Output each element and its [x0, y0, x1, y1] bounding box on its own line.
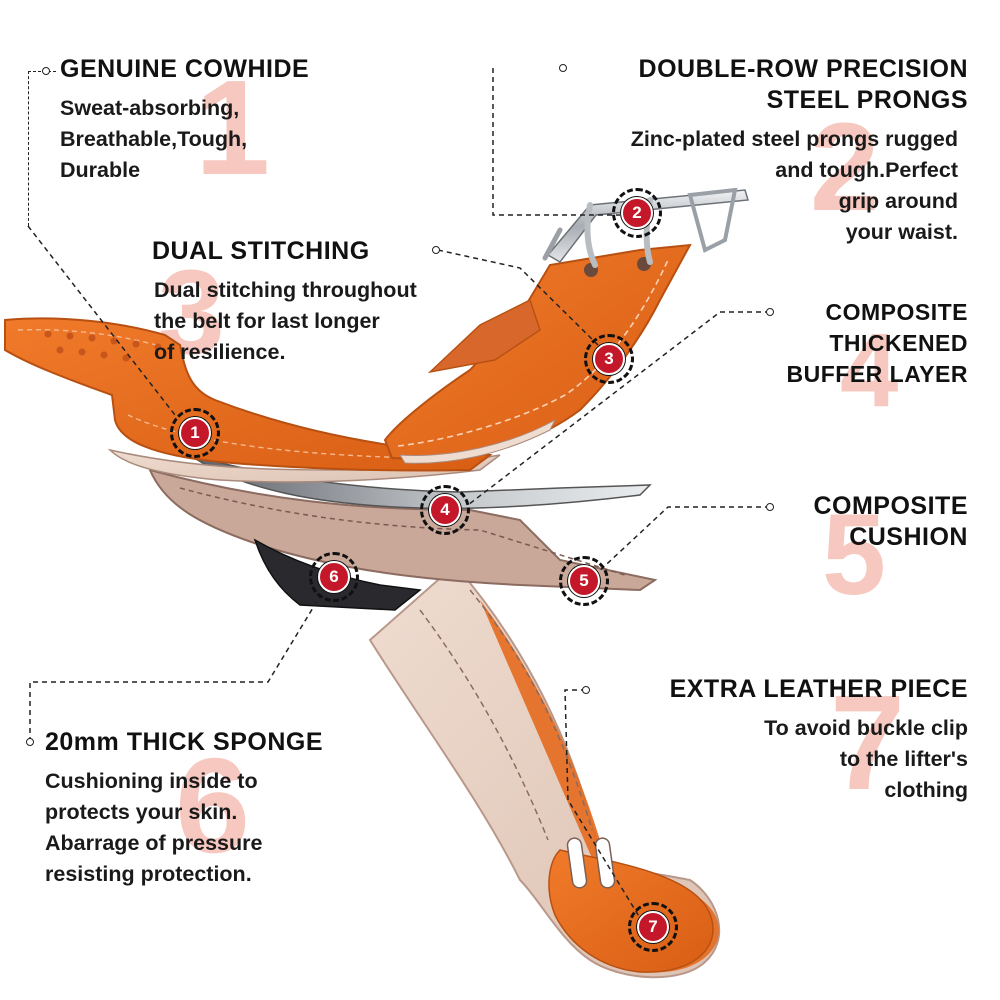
feature-6-desc-line: protects your skin.	[45, 800, 238, 824]
feature-4: COMPOSITE THICKENED BUFFER LAYER	[787, 297, 969, 390]
marker-1-number: 1	[190, 423, 200, 442]
marker-7-number: 7	[648, 917, 658, 936]
feature-7-desc: To avoid buckle clip to the lifter's clo…	[670, 713, 968, 806]
feature-2-title-line: STEEL PRONGS	[766, 86, 968, 114]
feature-1-desc-line: Sweat-absorbing,	[60, 96, 240, 120]
feature-1-desc-line: Durable	[60, 158, 141, 182]
marker-7: 7	[628, 902, 678, 952]
feature-6-desc-line: resisting protection.	[45, 862, 252, 886]
ghost-number-7: 7	[830, 667, 906, 818]
feature-7-title: EXTRA LEATHER PIECE	[669, 675, 968, 703]
tail-strap-orange-edge	[480, 600, 719, 973]
feature-4-title-line: COMPOSITE	[825, 299, 968, 325]
feature-4-title: COMPOSITE THICKENED BUFFER LAYER	[787, 297, 969, 390]
leader-2-dot	[559, 64, 567, 72]
marker-3-number: 3	[604, 349, 614, 368]
leader-3-dot	[432, 246, 440, 254]
feature-3-title: DUAL STITCHING	[152, 237, 370, 265]
marker-5-number: 5	[579, 571, 589, 590]
leader-4-dot	[766, 308, 774, 316]
marker-5: 5	[559, 556, 609, 606]
leader-1-dot	[42, 67, 50, 75]
marker-4-number: 4	[440, 500, 450, 519]
buckle-flap-cream-edge	[399, 418, 557, 464]
feature-2-title: DOUBLE-ROW PRECISION STEEL PRONGS	[631, 54, 968, 116]
feature-5-title-line: CUSHION	[849, 523, 968, 551]
feature-4-title-line: BUFFER LAYER	[786, 361, 968, 387]
feature-2-title-line: DOUBLE-ROW PRECISION	[638, 55, 968, 83]
marker-3: 3	[584, 334, 634, 384]
feature-7: EXTRA LEATHER PIECE To avoid buckle clip…	[670, 674, 968, 806]
ghost-number-6: 6	[175, 730, 251, 881]
feature-1-desc-line: Breathable,Tough,	[60, 127, 248, 151]
leader-7-dot	[582, 686, 590, 694]
marker-6: 6	[309, 552, 359, 602]
feature-3: DUAL STITCHING Dual stitching throughout…	[152, 236, 417, 368]
feature-3-desc: Dual stitching throughout the belt for l…	[154, 275, 417, 368]
ghost-number-4: 4	[840, 312, 899, 429]
feature-2-desc-line: your waist.	[845, 220, 958, 244]
marker-6-number: 6	[329, 567, 339, 586]
ghost-number-1: 1	[195, 52, 271, 203]
feature-3-desc-line: the belt for last longer	[154, 309, 380, 333]
cream-underlayer	[107, 448, 501, 483]
leader-5-dot	[766, 503, 774, 511]
marker-1: 1	[170, 408, 220, 458]
feature-1-title: GENUINE COWHIDE	[60, 55, 310, 83]
feature-6-desc-line: Abarrage of pressure	[45, 831, 263, 855]
leader-6-dot	[26, 738, 34, 746]
feature-2: DOUBLE-ROW PRECISION STEEL PRONGS Zinc-p…	[631, 54, 968, 248]
feature-6-title: 20mm THICK SPONGE	[45, 728, 324, 756]
ghost-number-5: 5	[822, 491, 886, 619]
feature-7-desc-line: to the lifter's	[839, 747, 968, 771]
marker-4: 4	[420, 485, 470, 535]
feature-7-desc-line: To avoid buckle clip	[764, 716, 968, 740]
feature-4-title-line: THICKENED	[829, 330, 968, 356]
cushion-layer	[148, 468, 658, 592]
feature-5-title: COMPOSITE CUSHION	[813, 491, 968, 553]
steel-buckle	[542, 187, 749, 268]
ghost-number-2: 2	[810, 98, 880, 237]
leader-1-v	[28, 71, 29, 226]
feature-2-desc-line: grip around	[838, 189, 958, 213]
feature-2-desc-line: Zinc-plated steel prongs rugged	[630, 127, 958, 151]
feature-2-desc: Zinc-plated steel prongs rugged and toug…	[631, 124, 968, 248]
feature-1-desc: Sweat-absorbing, Breathable,Tough, Durab…	[60, 93, 309, 186]
feature-6-desc: Cushioning inside to protects your skin.…	[45, 766, 323, 890]
feature-6: 20mm THICK SPONGE Cushioning inside to p…	[45, 727, 323, 890]
feature-2-desc-line: and tough.Perfect	[775, 158, 958, 182]
feature-7-desc-line: clothing	[884, 778, 968, 802]
feature-6-desc-line: Cushioning inside to	[45, 769, 258, 793]
feature-5: COMPOSITE CUSHION	[813, 491, 968, 553]
inner-flap	[427, 299, 541, 374]
feature-5-title-line: COMPOSITE	[813, 492, 968, 520]
feature-3-desc-line: of resilience.	[154, 340, 286, 364]
feature-1: GENUINE COWHIDE Sweat-absorbing, Breatha…	[60, 54, 309, 186]
feature-3-desc-line: Dual stitching throughout	[154, 278, 417, 302]
marker-2-number: 2	[632, 203, 642, 222]
marker-2: 2	[612, 188, 662, 238]
